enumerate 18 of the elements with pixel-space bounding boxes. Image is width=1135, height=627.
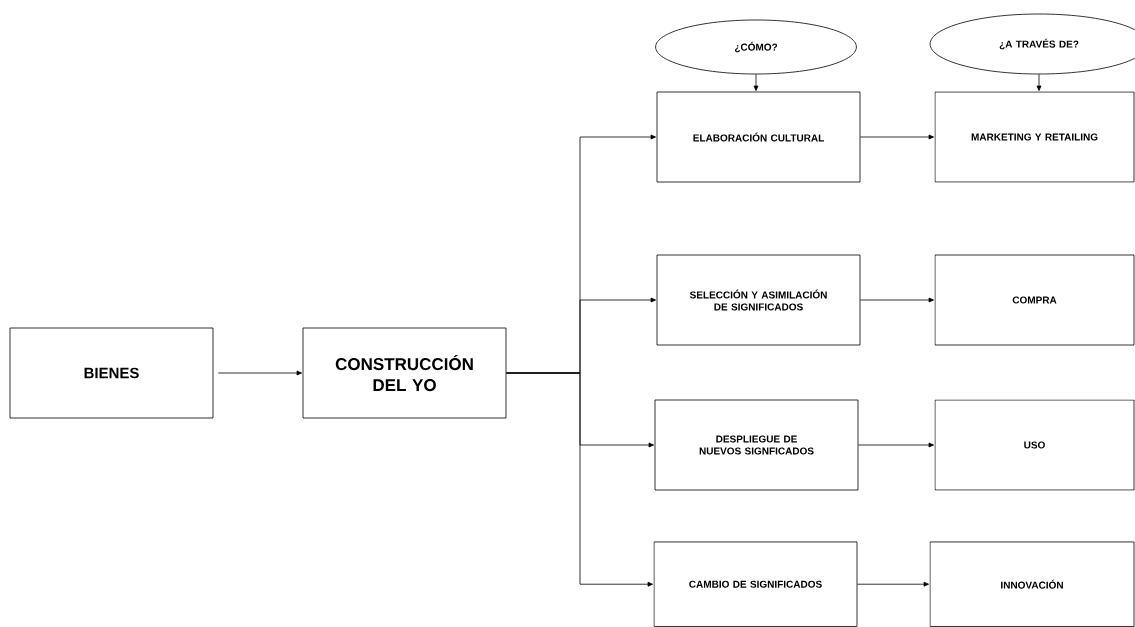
process-box: CAMBIO DE SIGNIFICADOS [653,541,858,627]
process-box: USO [934,399,1135,491]
arrow [858,442,934,448]
process-box: ELABORACIÓN CULTURAL [656,91,861,183]
process-box: COMPRA [934,254,1135,346]
process-box: MARKETING Y RETAILING [934,91,1135,183]
arrow [860,134,934,140]
process-box: CONSTRUCCIÓN DEL YO [302,327,507,419]
process-box: INNOVACIÓN [929,541,1135,627]
arrow [860,297,934,303]
arrow [218,370,302,376]
process-box: SELECCIÓN Y ASIMILACIÓN DE SIGNIFICADOS [656,254,861,346]
arrow [753,74,759,91]
arrow [506,372,653,587]
arrow [1036,74,1042,91]
process-box: DESPLIEGUE DE NUEVOS SIGNFICADOS [654,399,859,491]
process-box: BIENES [9,327,214,419]
arrow [857,581,929,587]
